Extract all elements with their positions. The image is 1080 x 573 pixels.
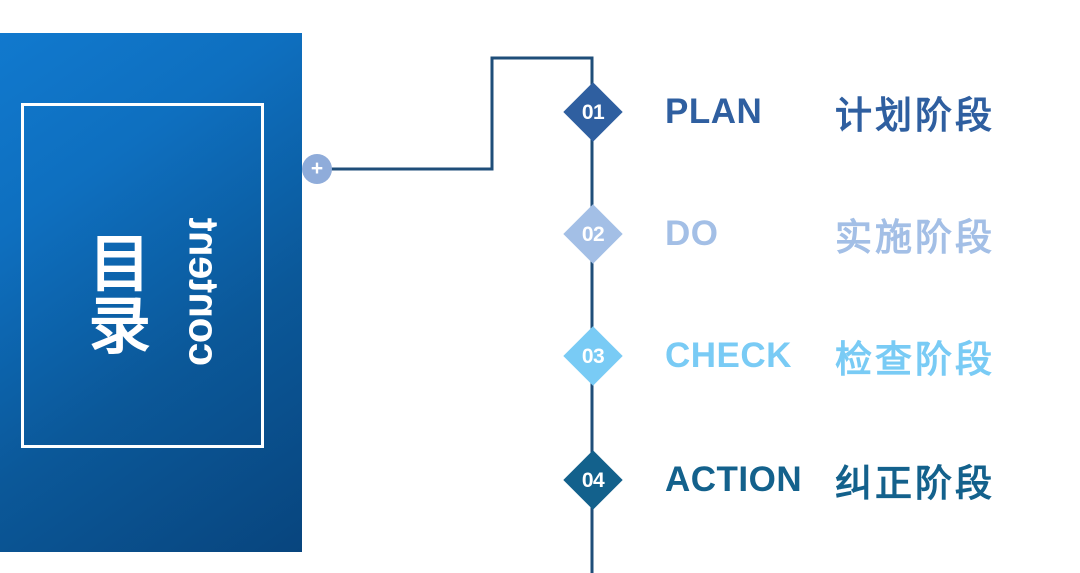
plus-icon: +: [310, 156, 324, 180]
panel-inner-border: [21, 103, 264, 448]
stage-row-do[interactable]: 02 DO 实施阶段: [551, 192, 995, 276]
panel-text-group: 目录 content: [0, 33, 302, 552]
stage-label-en-04: ACTION: [665, 460, 803, 499]
stage-label-cn-01: 计划阶段: [835, 94, 995, 137]
stage-label-cn-03: 检查阶段: [835, 338, 995, 381]
panel-cjk-title: 目录: [77, 230, 151, 355]
stage-label-cn-04: 纠正阶段: [835, 462, 995, 505]
stage-label-cn-02: 实施阶段: [835, 216, 995, 259]
stage-row-check[interactable]: 03 CHECK 检查阶段: [551, 314, 995, 398]
stage-diamond-04: 04: [563, 450, 623, 510]
stage-row-action[interactable]: 04 ACTION 纠正阶段: [551, 438, 995, 522]
stage-number-02: 02: [581, 222, 605, 246]
stage-row-plan[interactable]: 01 PLAN 计划阶段: [551, 70, 995, 154]
stage-diamond-01: 01: [563, 82, 623, 142]
content-panel: 目录 content: [0, 33, 302, 552]
stage-label-en-03: CHECK: [665, 336, 792, 375]
stage-number-03: 03: [581, 344, 605, 368]
stage-label-en-01: PLAN: [665, 92, 763, 131]
add-node-button[interactable]: +: [302, 154, 332, 184]
stage-number-04: 04: [581, 468, 605, 492]
stage-number-01: 01: [581, 100, 605, 124]
stage-label-en-02: DO: [665, 214, 719, 253]
stage-diamond-03: 03: [563, 326, 623, 386]
stage-diamond-02: 02: [563, 204, 623, 264]
